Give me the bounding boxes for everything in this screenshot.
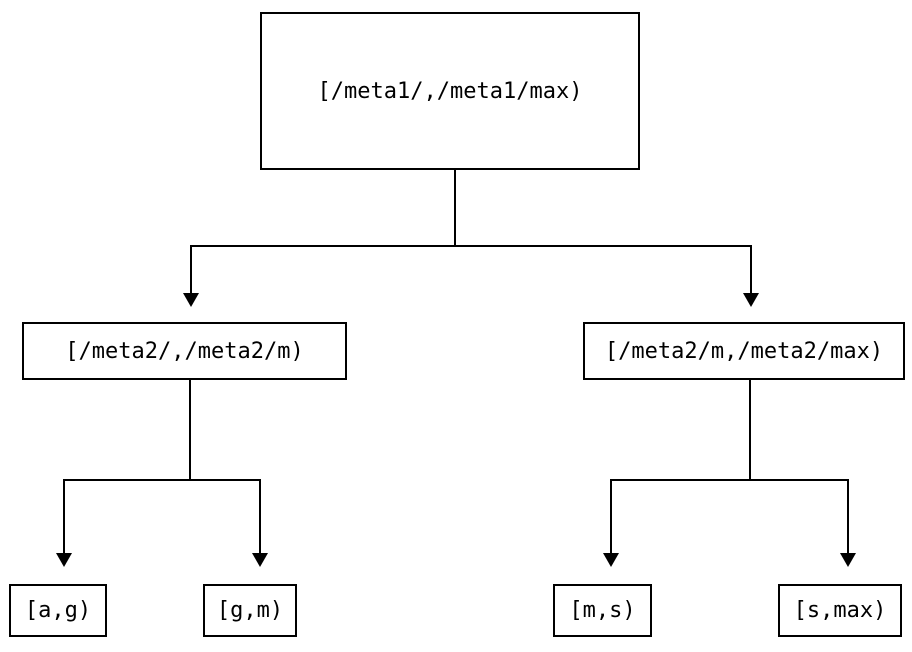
connector-left-to-ag [63,479,65,553]
connector-root-crossbar [190,245,752,247]
node-leaf-smax-label: [s,max) [793,598,887,623]
connector-right-stem [749,380,751,480]
connector-right-to-ms [610,479,612,553]
arrow-down-icon [252,553,268,567]
node-leaf-ag-label: [a,g) [24,598,92,623]
node-leaf-gm: [g,m) [203,584,297,637]
arrow-down-icon [183,293,199,307]
connector-left-stem [189,380,191,480]
connector-root-stem [454,170,456,247]
connector-root-to-left [190,245,192,293]
node-leaf-smax: [s,max) [778,584,902,637]
connector-left-crossbar [63,479,261,481]
node-root-label: [/meta1/,/meta1/max) [317,78,583,104]
connector-right-to-smax [847,479,849,553]
arrow-down-icon [743,293,759,307]
arrow-down-icon [603,553,619,567]
node-meta2-right: [/meta2/m,/meta2/max) [583,322,905,380]
connector-right-crossbar [610,479,849,481]
connector-left-to-gm [259,479,261,553]
node-leaf-ms: [m,s) [553,584,652,637]
node-leaf-ms-label: [m,s) [569,598,636,623]
node-root: [/meta1/,/meta1/max) [260,12,640,170]
arrow-down-icon [840,553,856,567]
node-meta2-left: [/meta2/,/meta2/m) [22,322,347,380]
arrow-down-icon [56,553,72,567]
node-meta2-left-label: [/meta2/,/meta2/m) [65,338,304,364]
node-meta2-right-label: [/meta2/m,/meta2/max) [604,338,884,364]
connector-root-to-right [750,245,752,293]
node-leaf-ag: [a,g) [9,584,107,637]
node-leaf-gm-label: [g,m) [216,598,284,623]
